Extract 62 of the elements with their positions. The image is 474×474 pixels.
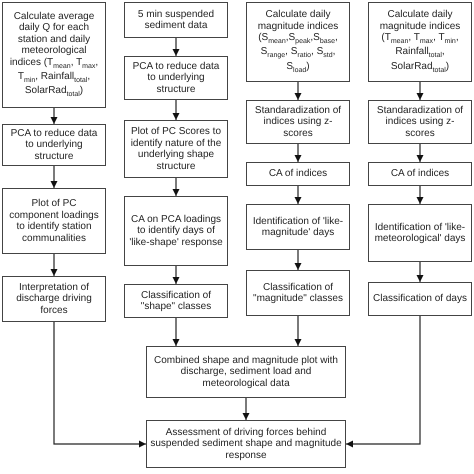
box-text: Classification of "shape" classes [140,290,212,312]
arrow [416,82,424,100]
arrow [50,254,58,276]
arrow [294,186,302,204]
process-box [2,276,106,322]
arrow [172,266,180,284]
arrow [50,166,58,188]
box-text: Identification of 'like-meteorological' days [374,222,466,244]
process-box [146,420,346,468]
process-box [368,282,472,316]
arrow [294,250,302,270]
box-text: Classification of days [373,293,467,305]
box-text: 5 min suspended sediment data [136,8,216,32]
process-box [246,100,350,144]
box-text: PCA to reduce data to underlying structure [132,60,220,96]
process-box [368,2,472,82]
arrow [50,108,58,124]
arrow [346,316,421,448]
box-text: Plot of PC component loadings to identify station communalities [8,198,100,244]
arrow [294,82,302,100]
process-box [2,2,106,108]
arrow [416,262,424,282]
box-text: PCA to reduce data to underlying structure [10,128,98,162]
process-box [124,120,228,178]
process-box [246,2,350,82]
arrow [242,398,250,420]
process-box [124,2,228,38]
box-text: Standaradization of indices using z-scores [254,104,342,140]
box-text: CA of indices [390,168,450,180]
arrow [416,186,424,204]
process-box [2,188,106,254]
arrow [294,144,302,162]
arrow [172,38,180,56]
process-box [368,204,472,262]
process-box [246,204,350,250]
process-box [368,100,472,144]
box-text: Plot of PC Scores to identify nature of the underlying shape structure [130,126,222,172]
process-box [2,124,106,166]
box-text: Standaradization of indices using z-scores [376,104,464,140]
arrow [53,322,146,448]
arrow [172,318,180,346]
box-text: Classification of "magnitude" classes [252,282,344,304]
arrow [294,316,302,346]
process-box [246,270,350,316]
box-text: Calculate average daily Q for each station and daily meteorological indices (T$_{mean}$, T$_{max}$, T$_{min}$, Rainfall$_{total}$, SolarRad$_{total}$) [8,10,100,100]
box-text: Calculate daily magnitude indices (S$_{mean}$,S$_{peak}$,S$_{base}$, S$_{range}$, S$_{ratio}$, S$_{std}$, S$_{load}$) [256,9,340,75]
arrow [172,178,180,196]
process-box [124,196,228,266]
box-text: Combined shape and magnitude plot with discharge, sediment load and meteorological data [152,354,339,390]
box-text: Identification of 'like-magnitude' days [252,216,344,238]
box-text: Calculate daily magnitude indices (T$_{mean}$, T$_{max}$, T$_{min}$, Rainfall$_{total}$, SolarRad$_{total}$) [378,9,462,75]
box-text: Interpretation of discharge driving forces [15,282,93,316]
process-box [368,162,472,186]
arrow [416,144,424,162]
process-box [246,162,350,186]
process-box [146,346,346,398]
box-text: Assessment of driving forces behind suspended sediment shape and magnitude response [150,426,342,462]
process-box [124,56,228,100]
arrow [172,100,180,120]
process-box [124,284,228,318]
box-text: CA of indices [268,168,328,180]
box-text: CA on PCA loadings to identify days of 'like-shape' response [128,214,224,248]
